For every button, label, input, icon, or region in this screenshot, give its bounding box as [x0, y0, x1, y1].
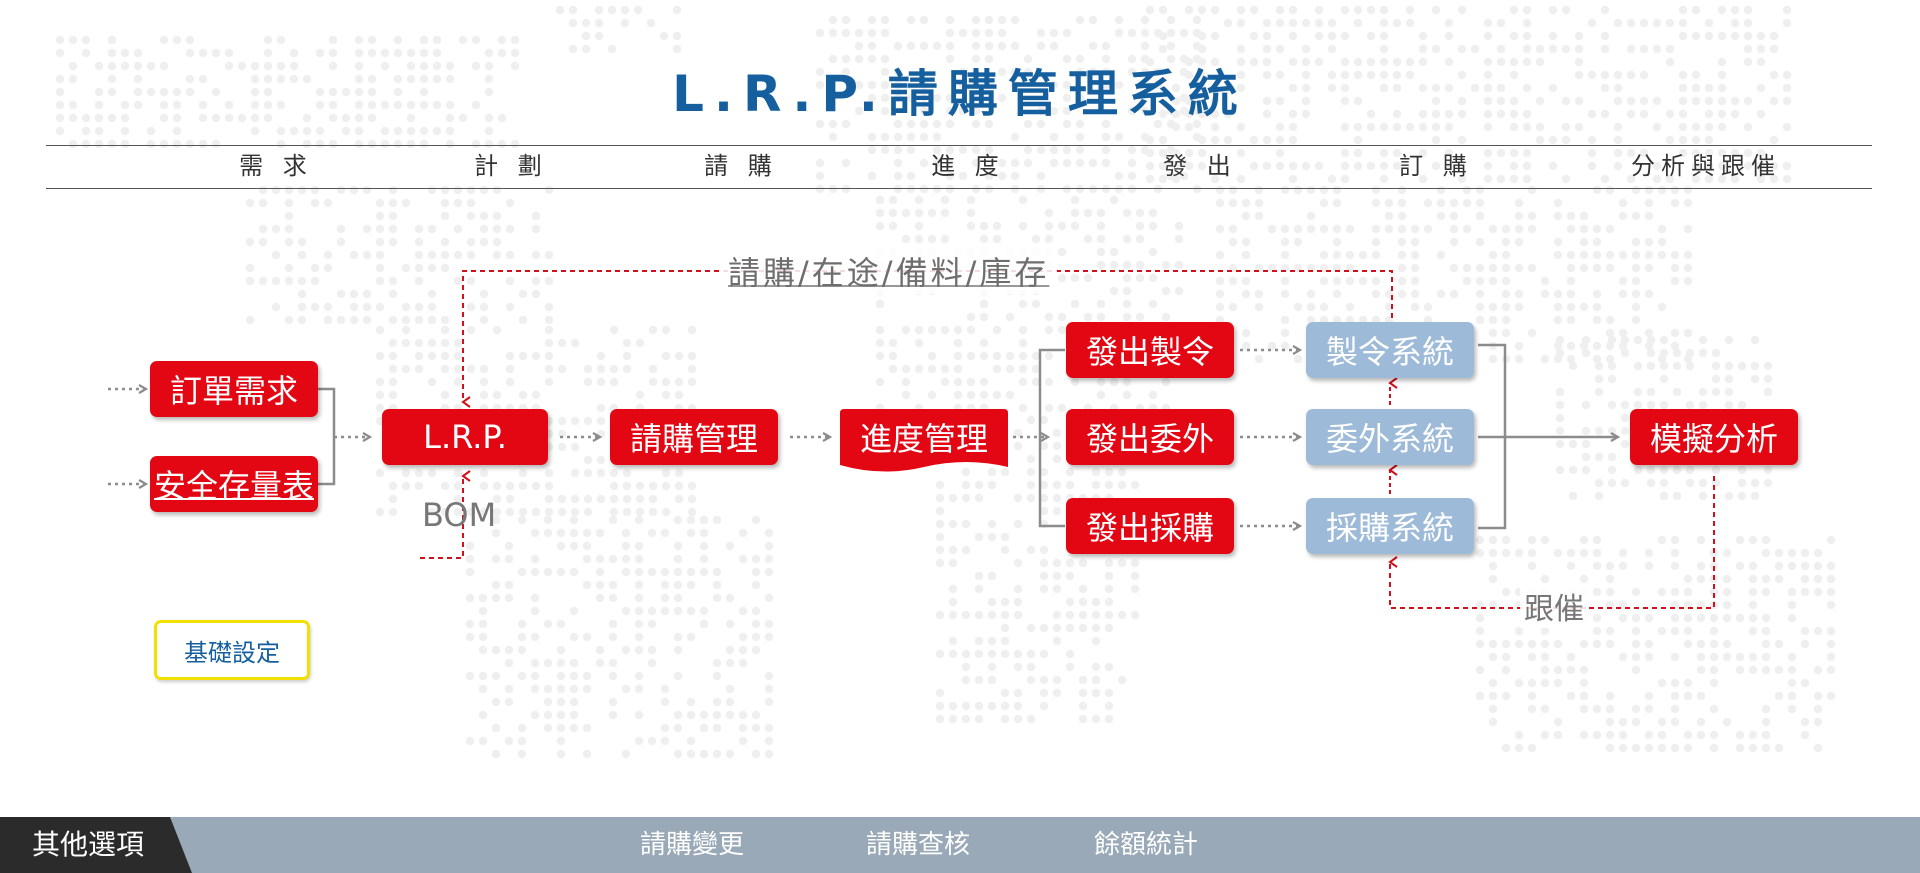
safety-stock-label: 安全存量表 [153, 467, 314, 505]
progress-management-label: 進度管理 [859, 420, 988, 458]
stage-order: 訂 購 [1399, 152, 1473, 180]
stage-header-band: 需 求 計 劃 請 購 進 度 發 出 訂 購 分析與跟催 [46, 145, 1872, 189]
stage-plan: 計 劃 [474, 152, 548, 180]
page-title: L.R.P.請購管理系統 [672, 65, 1248, 123]
issue-purchase-box[interactable]: 發出採購 [1066, 498, 1234, 554]
stage-demand: 需 求 [239, 152, 313, 180]
stage-issue: 發 出 [1163, 152, 1237, 180]
simulation-analysis-box[interactable]: 模擬分析 [1630, 409, 1798, 465]
follow-up-label: 跟催 [1520, 584, 1588, 628]
return-flow-label: 請購/在途/備料/庫存 [720, 248, 1058, 294]
footer-link-purchase-change[interactable]: 請購變更 [640, 830, 745, 860]
order-demand-box[interactable]: 訂單需求 [150, 361, 318, 417]
purchase-management-box[interactable]: 請購管理 [610, 409, 778, 465]
lrp-box[interactable]: L.R.P. [382, 409, 548, 465]
progress-management-box[interactable]: 進度管理 [840, 409, 1008, 475]
stage-purchase-request: 請 購 [704, 152, 778, 180]
stage-progress: 進 度 [931, 152, 1005, 180]
wavy-document-shape [840, 409, 1008, 472]
issue-work-order-box[interactable]: 發出製令 [1066, 322, 1234, 378]
other-options-tab: 其他選項 [0, 817, 192, 873]
bom-label: BOM [422, 496, 497, 534]
safety-stock-box[interactable]: 安全存量表 [150, 456, 318, 512]
issue-outsource-box[interactable]: 發出委外 [1066, 409, 1234, 465]
stage-analysis-followup: 分析與跟催 [1631, 152, 1781, 180]
outsource-system-box[interactable]: 委外系統 [1306, 409, 1474, 465]
purchase-system-box[interactable]: 採購系統 [1306, 498, 1474, 554]
footer-bar: 其他選項 請購變更 請購查核 餘額統計 [0, 817, 1920, 873]
basic-settings-button[interactable]: 基礎設定 [154, 620, 310, 680]
footer-link-purchase-audit[interactable]: 請購查核 [866, 830, 971, 860]
footer-link-balance-stats[interactable]: 餘額統計 [1094, 830, 1199, 860]
work-order-system-box[interactable]: 製令系統 [1306, 322, 1474, 378]
